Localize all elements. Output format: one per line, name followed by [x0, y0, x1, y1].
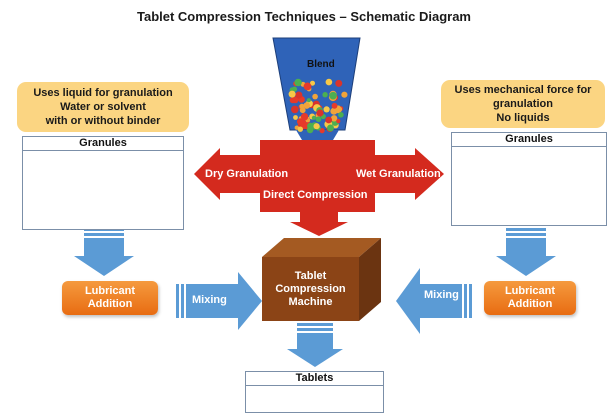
- blend-particle: [306, 98, 311, 103]
- blend-particle: [310, 80, 315, 86]
- blend-particle: [294, 78, 302, 87]
- blend-particle: [335, 79, 343, 87]
- blend-particle: [327, 124, 334, 132]
- blend-particle: [295, 91, 303, 99]
- blend-particle: [336, 119, 341, 124]
- left-lubricant-addition: Lubricant Addition: [62, 281, 158, 315]
- blend-particle: [297, 126, 303, 132]
- blend-particle: [299, 107, 306, 114]
- right-down-arrow: [496, 228, 556, 276]
- blend-particle: [306, 126, 314, 134]
- blend-particle: [291, 105, 299, 114]
- tablets-down-arrow: [287, 323, 343, 367]
- right-lubricant-addition: Lubricant Addition: [484, 281, 576, 315]
- right-mixing-label: Mixing: [424, 289, 459, 301]
- lubricant-line: Lubricant: [504, 285, 556, 297]
- compression-machine-cube: [262, 238, 381, 321]
- blend-particles: [288, 78, 348, 134]
- machine-label-line: Machine: [288, 296, 333, 308]
- blend-particle: [300, 113, 309, 121]
- dry-granulation-label: Dry Granulation: [205, 168, 289, 180]
- note-line: with or without binder: [45, 115, 161, 127]
- lubricant-line: Lubricant: [84, 285, 136, 297]
- panel-title: Granules: [23, 137, 183, 151]
- red-cross-arrow: [194, 140, 444, 236]
- left-granules-panel: Granules: [22, 136, 184, 230]
- blend-particle: [325, 78, 333, 86]
- page-title: Tablet Compression Techniques – Schemati…: [136, 9, 471, 24]
- blend-particle: [303, 102, 311, 109]
- blend-particle: [336, 106, 343, 113]
- blend-label: Blend: [307, 59, 335, 70]
- left-mixing-label: Mixing: [192, 294, 227, 306]
- machine-label: Tablet Compression Machine: [262, 270, 359, 309]
- blend-particle: [316, 109, 324, 117]
- wet-granulation-label: Wet Granulation: [356, 168, 441, 180]
- blend-particle: [322, 92, 328, 98]
- liquid-granulation-note: Uses liquid for granulation Water or sol…: [17, 82, 189, 132]
- machine-label-line: Tablet: [294, 270, 327, 282]
- blend-particle: [297, 118, 304, 126]
- blend-particle: [313, 123, 320, 130]
- panel-title: Tablets: [246, 372, 383, 386]
- panel-title: Granules: [452, 133, 606, 147]
- blend-particle: [323, 106, 330, 113]
- blend-particle: [330, 115, 338, 122]
- lubricant-line: Addition: [87, 298, 133, 310]
- blend-particle: [325, 116, 333, 124]
- blend-particle: [331, 102, 338, 109]
- blend-particle: [289, 97, 296, 104]
- right-mixing-arrow: [396, 268, 472, 334]
- left-mixing-arrow: [176, 272, 262, 330]
- note-line: granulation: [493, 98, 553, 110]
- note-line: No liquids: [496, 112, 550, 124]
- hopper-spout: [296, 130, 339, 140]
- blend-particle: [293, 115, 298, 120]
- blend-particle: [312, 93, 318, 100]
- blend-particle: [315, 116, 322, 122]
- right-granules-panel: Granules: [451, 132, 607, 226]
- lubricant-line: Addition: [507, 298, 553, 310]
- blend-particle: [288, 90, 296, 98]
- note-line: Water or solvent: [60, 101, 146, 113]
- note-line: Uses liquid for granulation: [33, 87, 173, 99]
- blend-particle: [338, 112, 344, 118]
- blend-particle: [319, 128, 325, 134]
- tablets-panel: Tablets: [245, 371, 384, 413]
- blend-particle: [329, 91, 337, 100]
- mechanical-granulation-note: Uses mechanical force for granulation No…: [441, 80, 605, 128]
- blend-particle: [303, 82, 312, 91]
- blend-particle: [291, 86, 298, 92]
- blend-particle: [330, 107, 338, 115]
- blend-particle: [299, 103, 305, 109]
- blend-particle: [311, 115, 316, 120]
- direct-compression-label: Direct Compression: [263, 189, 368, 201]
- machine-label-line: Compression: [275, 283, 346, 295]
- note-line: Uses mechanical force for: [454, 84, 592, 96]
- blend-particle: [341, 91, 348, 98]
- left-down-arrow: [74, 228, 134, 276]
